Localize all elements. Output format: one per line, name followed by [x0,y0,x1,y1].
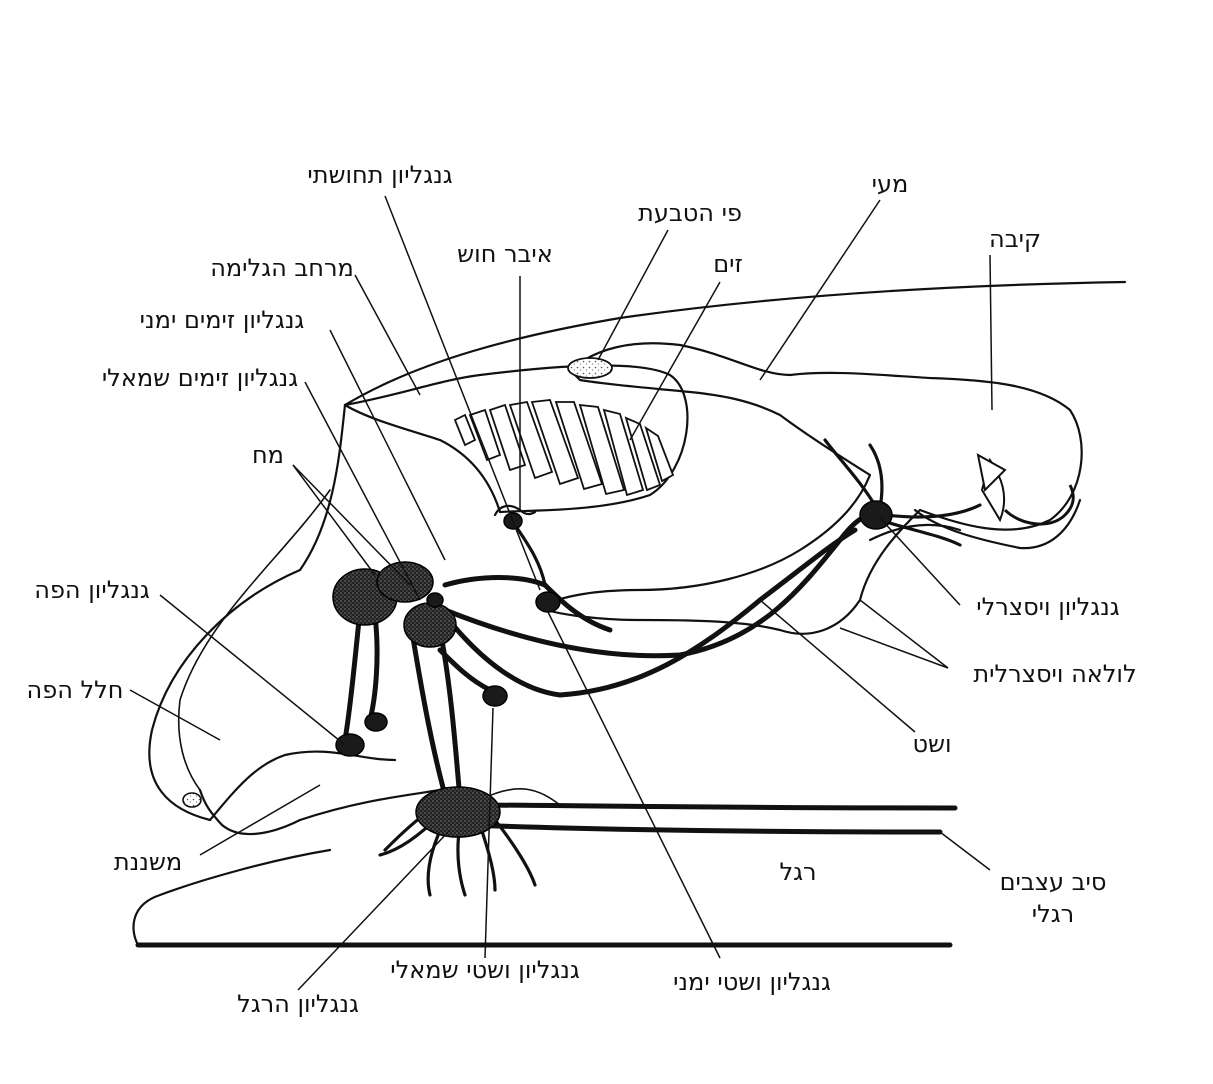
label-mouth-ganglion: גנגליון הפה [34,576,150,604]
label-pedal-nerve-line2: רגלי [1032,900,1074,928]
label-radula: משננת [114,848,182,876]
label-right-gill-ganglion: גנגליון זימים ימני [140,306,305,334]
mouth-ganglion-2 [365,713,387,731]
label-right-pleural-ganglion: גנגליון ושטי ימני [673,968,831,996]
label-ureter: ושט [912,730,951,758]
pedal-nerves [470,789,955,832]
label-mantle-cavity: מרחב הגלימה [210,254,354,282]
label-left-pleural-ganglion: גנגליון ושטי שמאלי [390,956,580,984]
osphradial-ganglion [427,593,443,607]
label-stomach: קיבה [989,225,1041,253]
label-intestine: מעי [872,170,909,198]
label-sense-organ: איבר חוש [457,240,553,268]
label-visceral-loop: לולאה ויסצרלית [973,660,1136,688]
right-pleural-small-ganglion [536,592,560,612]
label-pedal-nerve-line1: סיב עצבים [1000,868,1107,896]
label-foot-ganglion: גנגליון הרגל [237,990,359,1018]
label-visceral-ganglion: גנגליון ויסצרלי [976,593,1119,621]
pleural-ganglion [404,603,456,647]
mouth-ganglion-1 [336,734,364,756]
label-foot: רגל [779,858,816,886]
labels: גנגליון תחושתי מעי פי הטבעת קיבה איבר חו… [27,161,1137,1018]
label-anus: פי הטבעת [638,199,742,227]
foot-ganglion [416,787,500,837]
label-gill: זים [713,250,743,278]
gill [455,400,673,495]
brain-ganglion-right [377,562,433,602]
label-brain: מח [252,441,284,469]
left-pleural-small-ganglion [483,686,507,706]
label-left-gill-ganglion: גנגליון זימים שמאלי [102,364,298,392]
label-sensory-ganglion: גנגליון תחושתי [307,161,452,189]
label-mouth-cavity: חלל הפה [27,676,124,704]
